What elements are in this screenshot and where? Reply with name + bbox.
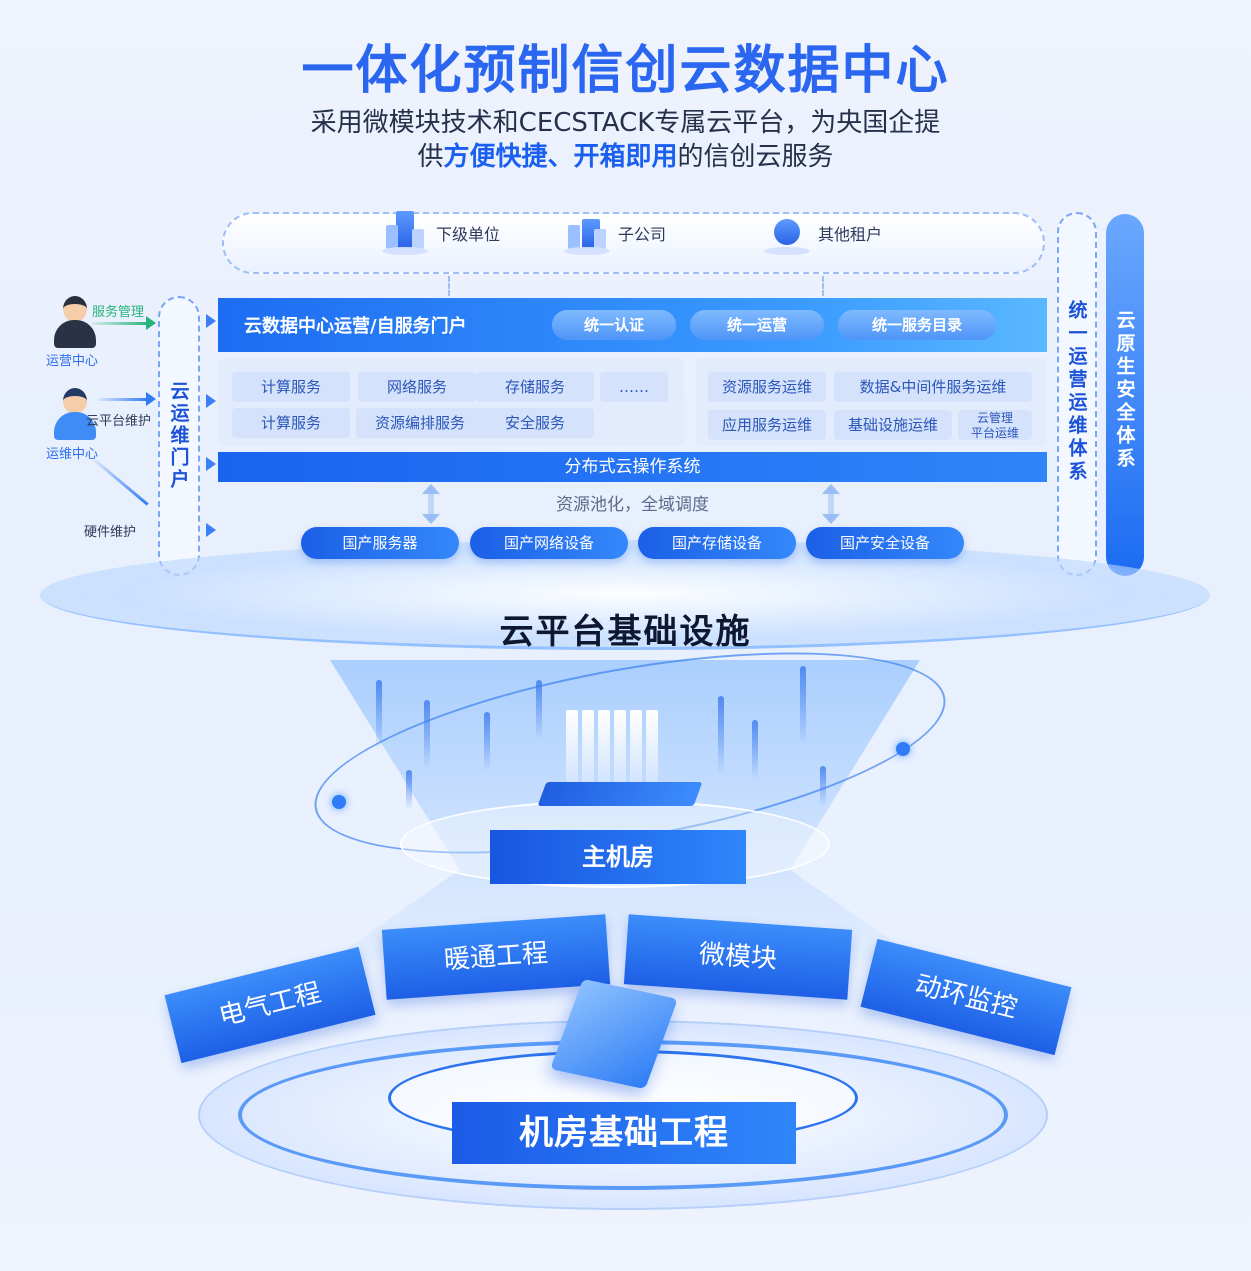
light-beam [406, 770, 412, 810]
platform-bowl [40, 540, 1210, 650]
light-beam [376, 680, 382, 750]
ops-chip: 基础设施运维 [834, 410, 952, 440]
light-beam [424, 700, 430, 770]
tenant-other: 其他租户 [764, 216, 883, 255]
service-mgmt-label: 服务管理 [92, 305, 145, 320]
connector-line [822, 276, 832, 296]
maint-center-label: 运维中心 [46, 447, 99, 462]
arrow-icon [206, 457, 216, 471]
hw-maint-label: 硬件维护 [84, 525, 137, 540]
service-chip: 网络服务 [358, 372, 476, 402]
panel-hvac: 暖通工程 [381, 914, 611, 1000]
device-network: 国产网络设备 [470, 527, 628, 559]
light-beam [718, 696, 724, 776]
infra-title: 云平台基础设施 [499, 612, 752, 652]
orbit-dot [332, 795, 346, 809]
service-chip: 资源编排服务 [356, 408, 484, 438]
portal-title: 云数据中心运营/自服务门户 [244, 316, 467, 337]
distributed-os-bar: 分布式云操作系统 [218, 452, 1047, 482]
tenant-label: 下级单位 [436, 225, 501, 244]
arrow-icon [206, 394, 216, 408]
subtitle-post: 的信创云服务 [677, 142, 834, 172]
cloud-services-panel: 计算服务 网络服务 存储服务 …… 计算服务 资源编排服务 安全服务 [218, 358, 684, 446]
base-engineering-title: 机房基础工程 [452, 1102, 796, 1164]
light-beam [752, 720, 758, 780]
pill-unified-auth: 统一认证 [552, 310, 676, 340]
connector-line [448, 276, 458, 296]
cloud-native-security-system: 云原生安全体系 [1106, 214, 1144, 576]
subtitle-line-2: 供方便快捷、开箱即用的信创云服务 [0, 140, 1251, 174]
ops-chip: 资源服务运维 [708, 372, 826, 402]
diagonal-arrow-icon [93, 458, 149, 506]
subtitle-line-1: 采用微模块技术和CECSTACK专属云平台，为央国企提 [310, 108, 941, 138]
main-room-label: 主机房 [490, 830, 746, 884]
unified-ops-system: 统一运营运维体系 [1057, 212, 1097, 576]
orbit-dot [896, 742, 910, 756]
building-icon [382, 211, 428, 255]
ops-chip-line: 平台运维 [970, 426, 1019, 440]
maintainer-avatar-icon [52, 388, 98, 440]
ops-portal: 云运维门户 [158, 296, 200, 576]
page-title: 一体化预制信创云数据中心 [301, 41, 950, 101]
tenant-label: 子公司 [618, 225, 667, 244]
service-chip-more: …… [600, 372, 668, 402]
device-security: 国产安全设备 [806, 527, 964, 559]
ops-services-panel: 资源服务运维 数据&中间件服务运维 应用服务运维 基础设施运维 云管理 平台运维 [696, 358, 1047, 446]
device-storage: 国产存储设备 [638, 527, 796, 559]
subtitle-highlight: 方便快捷、开箱即用 [443, 142, 678, 172]
light-beam [536, 680, 542, 740]
subtitle-pre: 供 [417, 142, 444, 172]
service-chip: 存储服务 [476, 372, 594, 402]
updown-arrow-icon [420, 484, 442, 524]
cloud-maint-label: 云平台维护 [86, 414, 152, 429]
updown-arrow-icon [820, 484, 842, 524]
tenants-bar: 下级单位 子公司 其他租户 [222, 211, 1045, 274]
pill-service-catalog: 统一服务目录 [838, 310, 996, 340]
device-server: 国产服务器 [301, 527, 459, 559]
arrow-icon [206, 314, 216, 328]
tenant-badge-icon [764, 211, 810, 255]
resource-pool-label: 资源池化，全域调度 [556, 495, 709, 515]
light-beam [800, 666, 806, 746]
ops-chip-line: 云管理 [976, 411, 1013, 425]
service-chip: 安全服务 [476, 408, 594, 438]
self-service-portal-bar: 云数据中心运营/自服务门户 统一认证 统一运营 统一服务目录 [218, 298, 1047, 352]
arrow-icon [98, 392, 156, 406]
service-chip: 计算服务 [232, 408, 350, 438]
light-beam [484, 712, 490, 772]
arrow-icon [92, 316, 156, 330]
panel-env-monitoring: 动环监控 [860, 938, 1072, 1056]
pill-unified-ops: 统一运营 [690, 310, 824, 340]
ops-chip: 数据&中间件服务运维 [834, 372, 1032, 402]
ops-chip-cloud-mgmt: 云管理 平台运维 [958, 410, 1032, 440]
ops-chip: 应用服务运维 [708, 410, 826, 440]
buildings-icon [564, 211, 610, 255]
panel-micro-module: 微模块 [623, 914, 853, 1000]
server-rack-icon [537, 700, 703, 810]
page-subtitle: 采用微模块技术和CECSTACK专属云平台，为央国企提 供方便快捷、开箱即用的信… [0, 106, 1251, 174]
arrow-icon [206, 523, 216, 537]
operator-avatar-icon [52, 296, 98, 348]
tenant-subunit: 下级单位 [382, 211, 501, 255]
tenant-subsidiary: 子公司 [564, 216, 667, 255]
light-beam [820, 766, 826, 806]
service-chip: 计算服务 [232, 372, 350, 402]
ops-center-label: 运营中心 [46, 354, 99, 369]
tenant-label: 其他租户 [818, 225, 883, 244]
